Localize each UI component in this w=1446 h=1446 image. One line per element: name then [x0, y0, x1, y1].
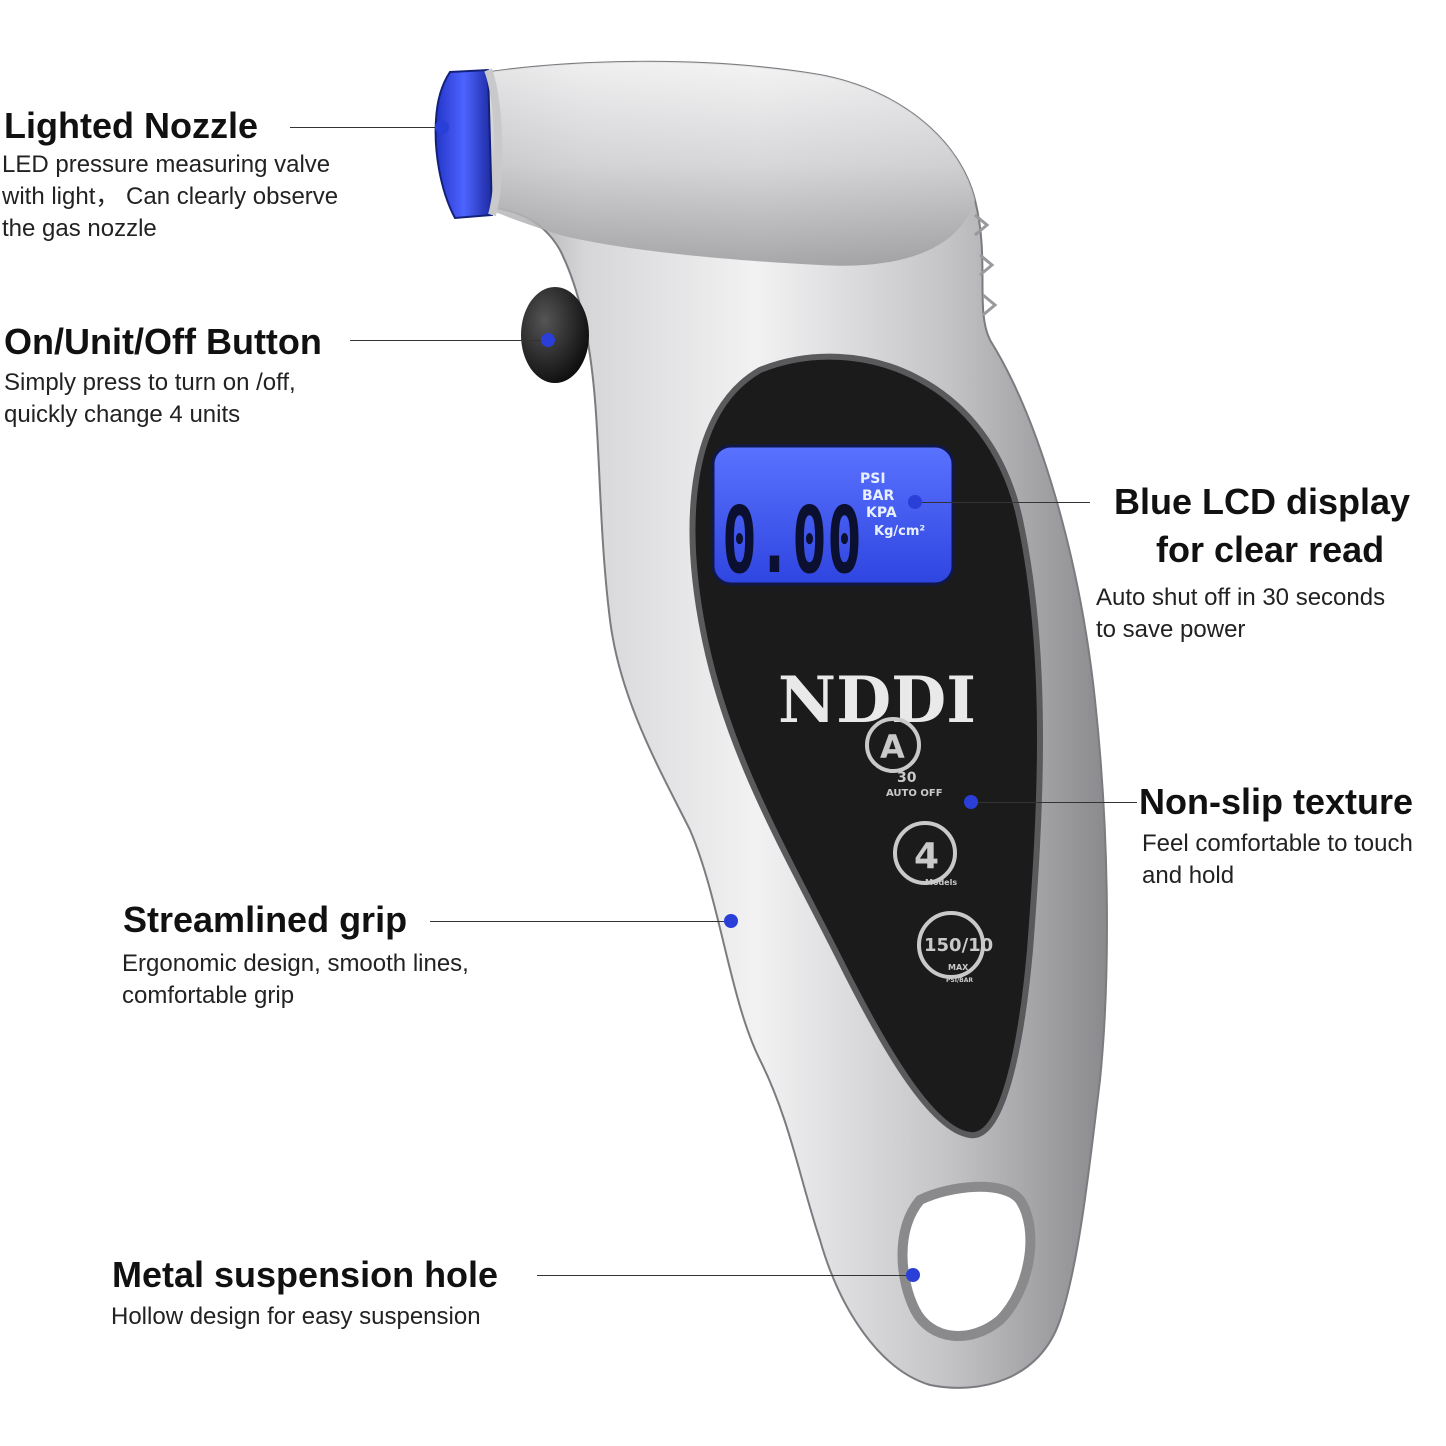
texture-marker-dot — [964, 795, 978, 809]
lcd-description: Auto shut off in 30 seconds to save powe… — [1096, 584, 1386, 643]
lcd-unit-psi: PSI — [860, 471, 886, 487]
lcd-leader — [915, 502, 1090, 503]
hole-leader — [537, 1275, 913, 1276]
nozzle-title: Lighted Nozzle — [4, 105, 258, 146]
max-range-icon: 150/10 MAX PSI/BAR — [917, 911, 993, 984]
lcd-unit-kpa: KPA — [866, 505, 897, 521]
button-leader — [350, 340, 548, 341]
svg-text:MAX: MAX — [948, 963, 969, 972]
grip-ridges — [974, 213, 998, 317]
modes-icon: 4 Models — [893, 821, 957, 887]
grip-title: Streamlined grip — [123, 899, 408, 940]
lcd-reading: 0.00 — [722, 487, 862, 594]
nozzle-description: LED pressure measuring valve with light，… — [2, 151, 339, 242]
hole-description: Hollow design for easy suspension — [111, 1303, 481, 1330]
hole-marker-dot — [906, 1268, 920, 1282]
power-button[interactable] — [521, 287, 589, 383]
auto-off-icon: A 30 AUTO OFF — [865, 717, 943, 799]
svg-text:30: 30 — [897, 770, 917, 786]
gauge-head — [470, 61, 975, 266]
svg-text:150/10: 150/10 — [924, 935, 993, 956]
button-marker-dot — [541, 333, 555, 347]
texture-description: Feel comfortable to touch and hold — [1142, 830, 1413, 889]
button-description: Simply press to turn on /off, quickly ch… — [4, 369, 296, 428]
button-title: On/Unit/Off Button — [4, 321, 322, 362]
svg-text:4: 4 — [914, 836, 939, 877]
texture-leader — [971, 802, 1137, 803]
grip-marker-dot — [724, 914, 738, 928]
lcd-unit-kgcm: Kg/cm² — [874, 524, 925, 539]
lcd-marker-dot — [908, 495, 922, 509]
svg-text:A: A — [880, 728, 905, 766]
suspension-hole — [897, 1181, 1036, 1341]
lcd-unit-bar: BAR — [862, 488, 895, 504]
svg-text:AUTO OFF: AUTO OFF — [886, 788, 943, 799]
nozzle-leader — [290, 127, 442, 128]
lcd-title-line2: for clear read — [1156, 529, 1385, 570]
hole-title: Metal suspension hole — [112, 1254, 499, 1295]
grip-description: Ergonomic design, smooth lines, comforta… — [122, 950, 469, 1009]
nozzle-rim — [484, 68, 503, 217]
svg-text:Models: Models — [925, 878, 957, 887]
lcd-title-line1: Blue LCD display — [1114, 481, 1411, 522]
lcd-screen — [711, 444, 955, 586]
svg-text:PSI/BAR: PSI/BAR — [946, 977, 973, 984]
lighted-nozzle — [434, 68, 494, 220]
nozzle-marker-dot — [435, 120, 449, 134]
texture-title: Non-slip texture — [1139, 781, 1414, 822]
grip-leader — [430, 921, 731, 922]
